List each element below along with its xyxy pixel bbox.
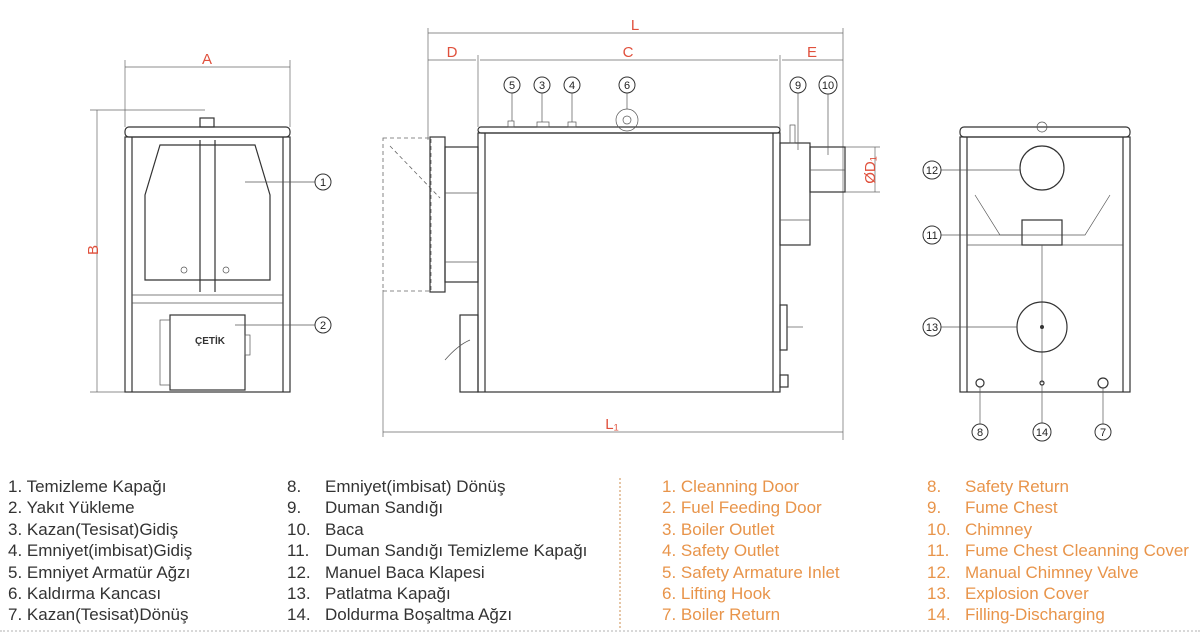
callout-9: 9 (795, 80, 801, 92)
dimension-b: B (85, 245, 102, 255)
legend-turkish-1: 1. Temizleme Kapağı 2. Yakıt Yükleme 3. … (8, 476, 192, 626)
legend-item: 12.Manuel Baca Klapesi (287, 562, 485, 582)
callout-2: 2 (320, 320, 326, 332)
callout-12: 12 (926, 165, 938, 177)
legend-item: 3. Boiler Outlet (662, 519, 775, 539)
side-view: L D C E L₁ ØD₁ 5 3 4 6 9 10 (382, 17, 880, 440)
legend-turkish-2: 8.Emniyet(imbisat) Dönüş 9.Duman Sandığı… (287, 476, 587, 626)
legend-item: 7. Kazan(Tesisat)Dönüş (8, 605, 189, 625)
legend-item: 2. Fuel Feeding Door (662, 498, 822, 518)
legend-item: 14.Filling-Discharging (927, 605, 1105, 625)
legend-item: 6. Kaldırma Kancası (8, 584, 162, 604)
callout-11: 11 (926, 230, 937, 242)
callout-5: 5 (509, 80, 515, 92)
legend-item: 10.Chimney (927, 519, 1033, 539)
callout-4: 4 (569, 80, 575, 92)
dimension-d: D (447, 44, 458, 61)
legend-item: 3. Kazan(Tesisat)Gidiş (8, 519, 179, 539)
callout-13: 13 (926, 322, 938, 334)
front-view: A B ÇETİK 1 2 (85, 51, 332, 393)
legend-item: 5. Emniyet Armatür Ağzı (8, 562, 191, 582)
legend-item: 10.Baca (287, 519, 364, 539)
cetik-logo: ÇETİK (195, 334, 226, 347)
legend-item: 1. Temizleme Kapağı (8, 477, 167, 496)
callout-6: 6 (624, 80, 630, 92)
legend-item: 6. Lifting Hook (662, 584, 771, 604)
legend-divider (619, 478, 621, 628)
legend-item: 4. Emniyet(imbisat)Gidiş (8, 541, 193, 561)
callout-3: 3 (539, 80, 545, 92)
legend-item: 5. Safety Armature Inlet (662, 562, 840, 582)
legend-item: 13.Patlatma Kapağı (287, 584, 451, 604)
callout-10: 10 (822, 80, 834, 92)
legend-item: 7. Boiler Return (662, 605, 781, 625)
dimension-d1: ØD₁ (862, 156, 879, 184)
callout-14: 14 (1036, 427, 1048, 439)
legend-english-1: 1. Cleanning Door 2. Fuel Feeding Door 3… (662, 476, 840, 626)
legend-english-2: 8.Safety Return 9.Fume Chest 10.Chimney … (927, 476, 1189, 626)
boiler-technical-drawing: A B ÇETİK 1 2 L D C E L₁ ØD₁ 5 3 4 6 9 1… (85, 17, 1131, 442)
legend-item: 2. Yakıt Yükleme (8, 498, 135, 518)
bottom-divider (0, 630, 1200, 632)
callout-7: 7 (1100, 427, 1106, 439)
legend-item: 9.Duman Sandığı (287, 498, 444, 518)
legend-item: 9.Fume Chest (927, 498, 1058, 518)
legend-item: 1. Cleanning Door (662, 477, 800, 496)
legend-item: 11.Fume Chest Cleanning Cover (927, 541, 1189, 561)
legend-item: 4. Safety Outlet (662, 541, 780, 561)
dimension-l: L (631, 17, 639, 34)
dimension-c: C (623, 44, 634, 61)
callout-8: 8 (977, 427, 983, 439)
legend-item: 8.Emniyet(imbisat) Dönüş (287, 477, 506, 496)
dimension-e: E (807, 44, 817, 61)
legend-item: 11.Duman Sandığı Temizleme Kapağı (287, 541, 588, 561)
callout-1: 1 (320, 177, 326, 189)
legend-item: 8.Safety Return (927, 477, 1069, 496)
legend-item: 13.Explosion Cover (927, 584, 1089, 604)
legend-item: 14.Doldurma Boşaltma Ağzı (287, 605, 513, 625)
dimension-l1: L₁ (605, 416, 618, 433)
rear-view: 12 11 13 8 14 7 (922, 121, 1131, 442)
legend-item: 12.Manual Chimney Valve (927, 562, 1139, 582)
dimension-a: A (202, 51, 212, 68)
